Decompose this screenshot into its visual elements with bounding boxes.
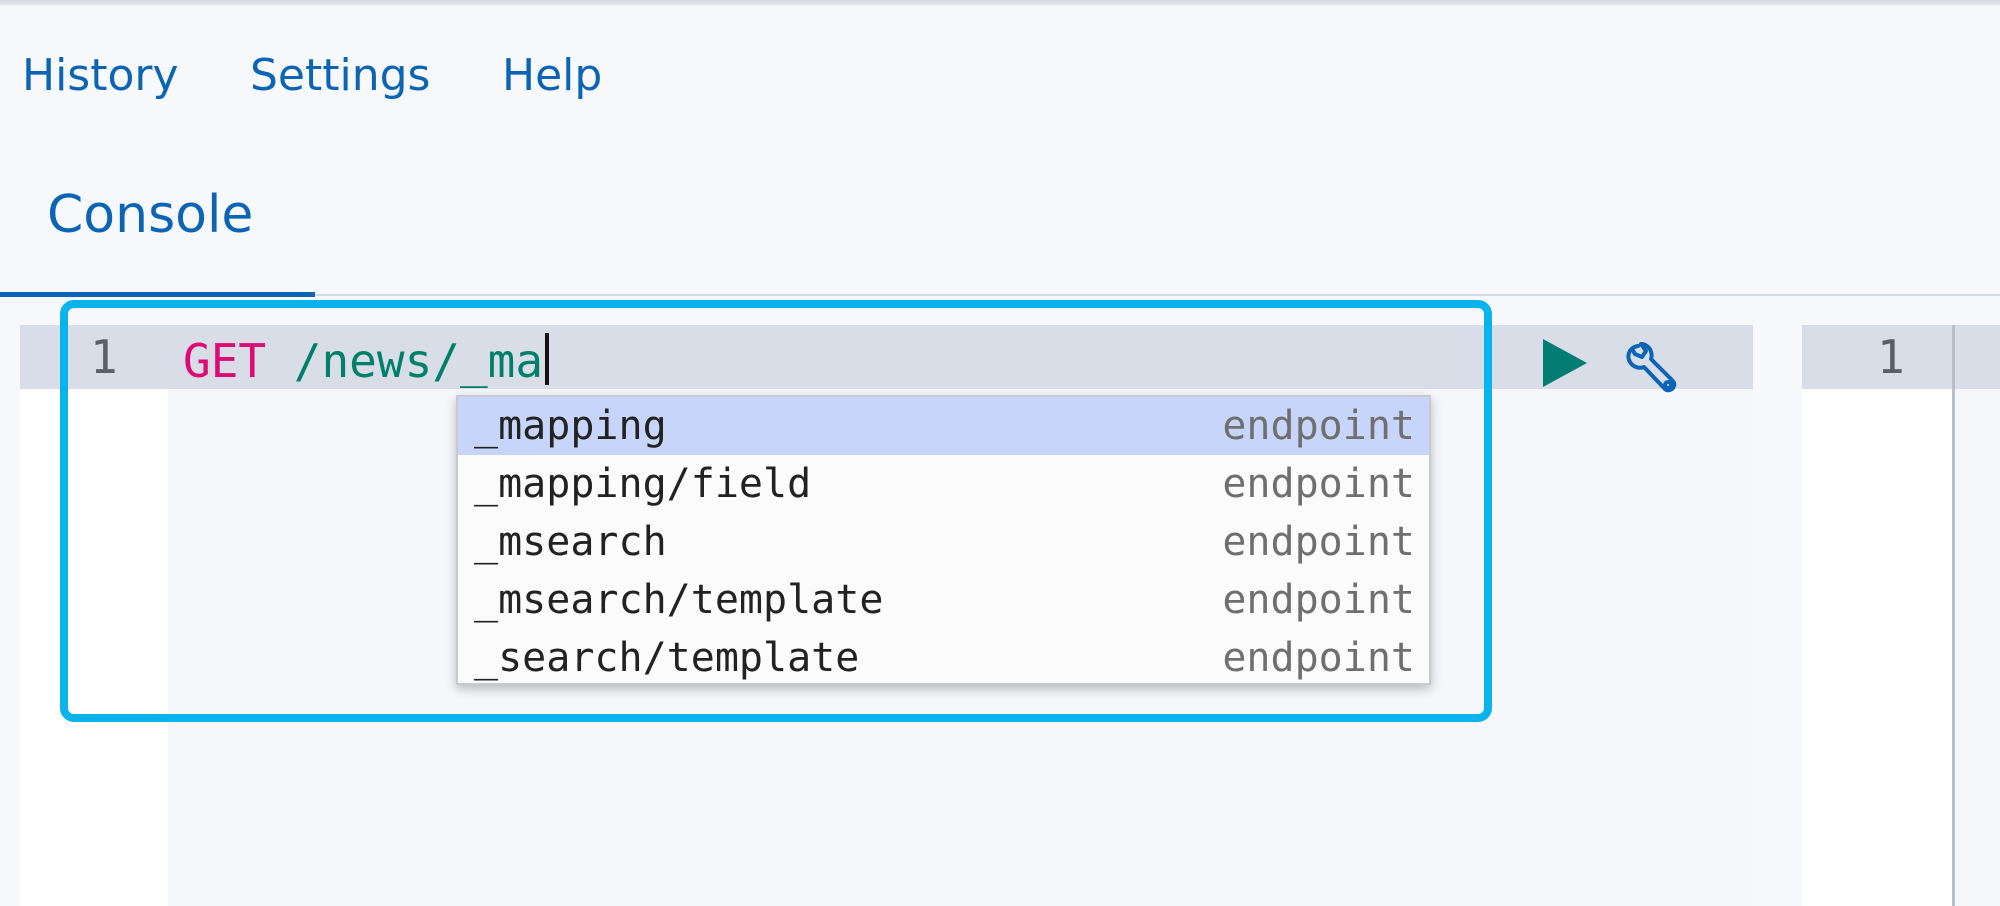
request-settings-button[interactable] (1622, 340, 1682, 400)
response-gutter (1802, 325, 1952, 906)
autocomplete-menu[interactable]: _mapping endpoint _mapping/field endpoin… (456, 395, 1431, 685)
nav-history-link[interactable]: History (22, 50, 179, 101)
editor-gutter (20, 325, 168, 906)
response-content-active (1955, 325, 2000, 389)
response-gutter-separator (1952, 325, 1955, 906)
response-line-number: 1 (1877, 330, 1905, 384)
play-icon (1543, 339, 1587, 387)
autocomplete-item-label: _search/template (474, 635, 860, 681)
autocomplete-item[interactable]: _mapping endpoint (458, 397, 1429, 455)
text-cursor (545, 333, 550, 385)
top-shadow (0, 0, 2000, 6)
request-path: /news/_ma (293, 334, 544, 388)
code-line[interactable]: GET /news/_ma (183, 333, 550, 388)
tab-console-underline (0, 292, 315, 297)
autocomplete-item-label: _mapping/field (474, 461, 812, 507)
line-number: 1 (90, 330, 118, 384)
autocomplete-item-label: _mapping (474, 403, 667, 449)
autocomplete-item-type: endpoint (1222, 635, 1415, 681)
tab-console[interactable]: Console (47, 185, 254, 245)
autocomplete-item-type: endpoint (1222, 519, 1415, 565)
autocomplete-item-type: endpoint (1222, 461, 1415, 507)
autocomplete-item-label: _msearch/template (474, 577, 884, 623)
wrench-icon (1626, 342, 1677, 393)
response-content (1955, 325, 2000, 906)
autocomplete-item-type: endpoint (1222, 577, 1415, 623)
autocomplete-item-type: endpoint (1222, 403, 1415, 449)
tabs-border (315, 294, 2000, 296)
autocomplete-item-label: _msearch (474, 519, 667, 565)
autocomplete-item[interactable]: _search/template endpoint (458, 629, 1429, 687)
nav-settings-link[interactable]: Settings (250, 50, 431, 101)
http-method: GET (183, 334, 267, 388)
autocomplete-item[interactable]: _msearch endpoint (458, 513, 1429, 571)
send-request-button[interactable] (1540, 338, 1590, 388)
autocomplete-item[interactable]: _msearch/template endpoint (458, 571, 1429, 629)
nav-help-link[interactable]: Help (502, 50, 603, 101)
active-line (20, 325, 1753, 389)
autocomplete-item[interactable]: _mapping/field endpoint (458, 455, 1429, 513)
response-pane[interactable]: 1 (1802, 325, 2000, 906)
